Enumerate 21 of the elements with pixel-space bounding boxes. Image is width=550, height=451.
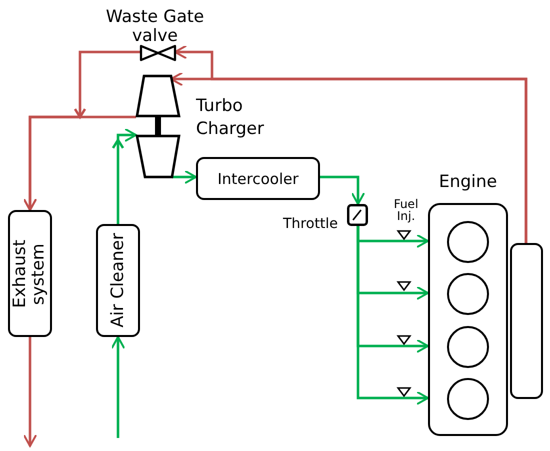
arrow [356, 226, 429, 406]
valve-label: Waste Gate valve [104, 8, 206, 46]
arrow [22, 337, 38, 447]
exhaust-system-box: Exhaust system [8, 210, 52, 337]
arrow [112, 128, 137, 224]
arrow [320, 176, 366, 205]
intercooler-box: Intercooler [196, 157, 320, 200]
cylinder-circle [447, 326, 489, 368]
arrow [172, 170, 197, 184]
cylinder-circle [447, 378, 489, 420]
cylinder-circle [447, 221, 489, 263]
label: Turbo Charger [196, 95, 262, 141]
throttle-label: Throttle [283, 216, 338, 232]
label: Fuel Inj. [392, 198, 420, 222]
cylinder-circle [447, 273, 489, 315]
arrow [22, 116, 136, 211]
air-cleaner-box: Air Cleaner [96, 224, 140, 337]
arrow [110, 336, 126, 438]
shaft [155, 117, 161, 135]
exhaust-manifold [510, 243, 543, 399]
engine-label: Engine [438, 172, 498, 192]
